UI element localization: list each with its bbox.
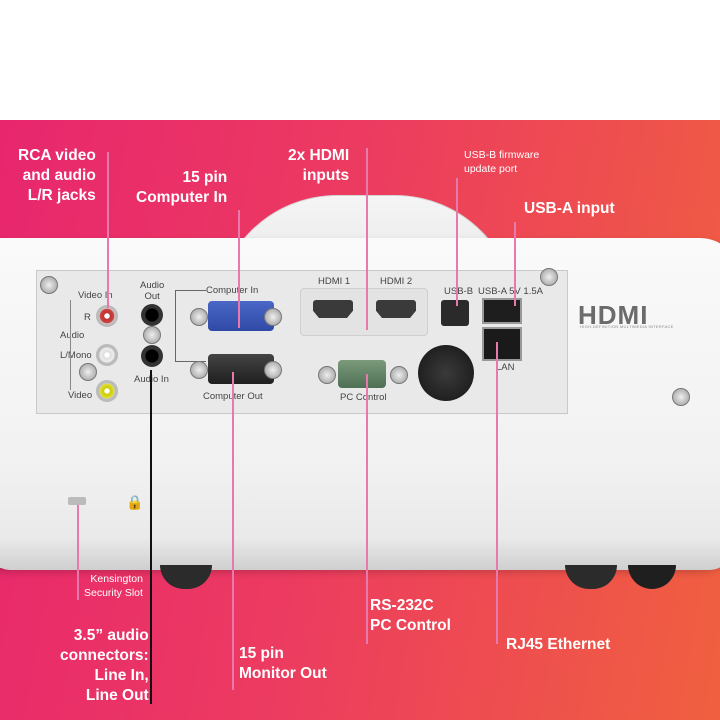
lock-icon: 🔒 (126, 494, 144, 510)
callout-rs232: RS-232C PC Control (370, 597, 451, 634)
callout-usb-a: USB-A input (524, 200, 615, 217)
computer-port-bracket (175, 290, 206, 362)
leader-monitor-out (232, 372, 234, 690)
callout-rj45: RJ45 Ethernet (506, 636, 611, 653)
label-usb-a: USB-A 5V 1.5A (478, 286, 543, 297)
callout-audio: 3.5” audio connectors: Line In, Line Out (60, 627, 149, 704)
audio-out-jack (141, 304, 163, 326)
panel-screw-top-right (540, 268, 558, 286)
callout-rca: RCA video and audio L/R jacks (18, 147, 96, 204)
label-usb-b: USB-B (444, 286, 474, 297)
hdmi-logo: HDMI (578, 300, 649, 330)
usb-b-port (441, 300, 469, 326)
hdmi-logo-subtitle: HIGH-DEFINITION MULTIMEDIA INTERFACE (580, 324, 674, 329)
leader-audio (150, 370, 152, 704)
label-audio: Audio (60, 330, 85, 341)
label-hdmi-2: HDMI 2 (380, 276, 413, 287)
hdmi-1-port (313, 300, 353, 318)
label-hdmi-1: HDMI 1 (318, 276, 351, 287)
hdmi-2-port (376, 300, 416, 318)
label-video-in: Video In (78, 290, 113, 301)
leader-rs232 (366, 374, 368, 644)
rj45-port (482, 327, 522, 361)
panel-screw-rca (79, 363, 97, 381)
label-lan: LAN (496, 362, 515, 373)
leader-usb-b (456, 178, 458, 306)
rca-white-jack (96, 344, 118, 366)
white-header-band (0, 0, 720, 120)
vga-computer-out-port (208, 354, 274, 384)
vga-computer-in-port (208, 301, 274, 331)
rca-yellow-jack (96, 380, 118, 402)
leader-vga-in (238, 210, 240, 328)
leader-kensington (77, 505, 79, 600)
panel-screw-top-left (40, 276, 58, 294)
leader-usb-a (514, 222, 516, 306)
vga-out-screw-right (264, 361, 282, 379)
callout-usb-b: USB-B firmware update port (464, 149, 540, 175)
leader-hdmi (366, 148, 368, 330)
vga-in-screw-right (264, 308, 282, 326)
callout-monitor-out: 15 pin Monitor Out (239, 645, 327, 682)
ir-sensor (418, 345, 474, 401)
vga-out-screw-left (190, 361, 208, 379)
callout-hdmi: 2x HDMI inputs (288, 147, 350, 184)
vga-in-screw-left (190, 308, 208, 326)
panel-bracket-line (70, 300, 71, 390)
rs232-port (338, 360, 386, 388)
label-r: R (84, 312, 91, 323)
db9-screw-left (318, 366, 336, 384)
label-computer-in: Computer In (206, 285, 259, 296)
callout-kensington: Kensington Security Slot (84, 573, 143, 599)
panel-screw-audio (143, 326, 161, 344)
audio-in-jack (141, 345, 163, 367)
label-audio-out: Audio Out (140, 280, 165, 302)
leader-rca (107, 152, 109, 308)
rca-red-jack (96, 305, 118, 327)
callout-vga-in: 15 pin Computer In (136, 169, 228, 206)
label-l-mono: L/Mono (60, 350, 92, 361)
body-screw-right (672, 388, 690, 406)
usb-a-port (482, 298, 522, 324)
db9-screw-right (390, 366, 408, 384)
label-video: Video (68, 390, 93, 401)
kensington-slot (68, 497, 86, 505)
leader-rj45 (496, 342, 498, 644)
label-pc-control: PC Control (340, 392, 387, 403)
